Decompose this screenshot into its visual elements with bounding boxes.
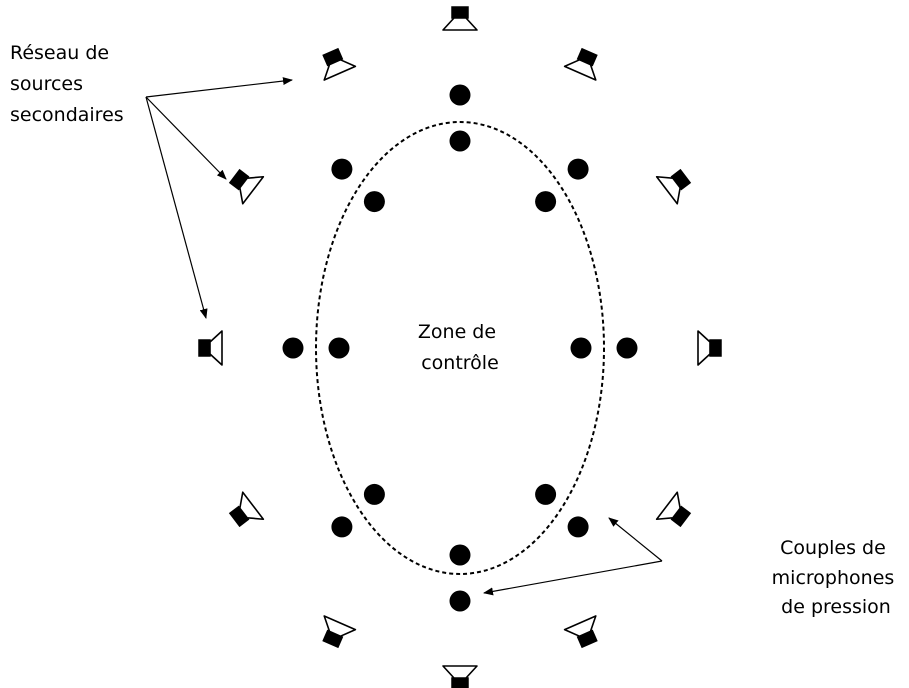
microphone-dot-icon xyxy=(449,544,471,566)
secondary-sources-label: Réseau de sources secondaires xyxy=(10,42,124,126)
loudspeaker-icon xyxy=(322,47,357,81)
microphone-dot-icon xyxy=(616,337,638,359)
loudspeaker-cone xyxy=(655,175,681,205)
loudspeaker-cone xyxy=(239,491,265,521)
microphone-dot-icon xyxy=(449,590,471,612)
microphone-dot-icon xyxy=(363,191,385,213)
microphone-dot-icon xyxy=(363,483,385,505)
arrow-to-top-left-speaker xyxy=(145,77,293,98)
secondary-source-array xyxy=(198,6,722,688)
microphone-dot-icon xyxy=(282,337,304,359)
arrow-to-bottom-mic-pair xyxy=(483,560,663,596)
microphone-dot-icon xyxy=(535,483,557,505)
loudspeaker-magnet xyxy=(451,6,469,19)
loudspeaker-icon xyxy=(563,47,598,81)
loudspeaker-cone xyxy=(209,330,223,366)
loudspeaker-magnet xyxy=(709,339,722,357)
loudspeaker-cone xyxy=(697,330,711,366)
microphone-array xyxy=(282,84,638,612)
microphone-dot-icon xyxy=(331,158,353,180)
loudspeaker-icon xyxy=(228,491,265,528)
loudspeaker-icon xyxy=(442,6,478,31)
microphone-dot-icon xyxy=(567,158,589,180)
microphone-pairs-arrows xyxy=(483,517,663,596)
secondary-sources-arrows xyxy=(145,77,293,319)
loudspeaker-cone xyxy=(323,615,357,638)
microphone-pairs-line-1: Couples de xyxy=(780,537,886,559)
secondary-sources-line-2: sources xyxy=(10,73,83,95)
loudspeaker-cone xyxy=(563,58,597,81)
loudspeaker-cone xyxy=(442,665,478,679)
loudspeaker-icon xyxy=(442,665,478,688)
loudspeaker-cone xyxy=(563,615,597,638)
loudspeaker-icon xyxy=(322,615,357,649)
microphone-dot-icon xyxy=(331,516,353,538)
control-zone-label: Zone de contrôle xyxy=(418,321,502,374)
control-zone-boundary xyxy=(315,121,605,575)
secondary-sources-line-1: Réseau de xyxy=(10,42,109,64)
loudspeaker-icon xyxy=(655,168,692,205)
control-zone-line-1: Zone de xyxy=(418,321,496,343)
loudspeaker-cone xyxy=(239,175,265,205)
loudspeaker-icon xyxy=(198,330,223,366)
microphone-dot-icon xyxy=(328,337,350,359)
control-zone-line-2: contrôle xyxy=(421,352,499,374)
loudspeaker-icon xyxy=(655,491,692,528)
loudspeaker-icon xyxy=(697,330,722,366)
loudspeaker-cone xyxy=(655,491,681,521)
microphone-pairs-label: Couples de microphones de pression xyxy=(772,537,901,618)
microphone-dot-icon xyxy=(449,84,471,106)
secondary-sources-line-3: secondaires xyxy=(10,104,124,126)
microphone-dot-icon xyxy=(535,191,557,213)
microphone-dot-icon xyxy=(567,516,589,538)
microphone-dot-icon xyxy=(570,337,592,359)
arrow-to-upper-left-speaker xyxy=(145,96,227,180)
microphone-pairs-line-2: microphones xyxy=(772,567,895,589)
arrow-to-left-speaker xyxy=(145,96,208,319)
loudspeaker-cone xyxy=(442,17,478,31)
loudspeaker-icon xyxy=(228,168,265,205)
loudspeaker-icon xyxy=(563,615,598,649)
loudspeaker-magnet xyxy=(198,339,211,357)
loudspeaker-magnet xyxy=(451,677,469,688)
arrow-to-right-mic-pair xyxy=(608,517,663,562)
loudspeaker-cone xyxy=(323,58,357,81)
microphone-dot-icon xyxy=(449,130,471,152)
microphone-pairs-line-3: de pression xyxy=(781,596,891,618)
